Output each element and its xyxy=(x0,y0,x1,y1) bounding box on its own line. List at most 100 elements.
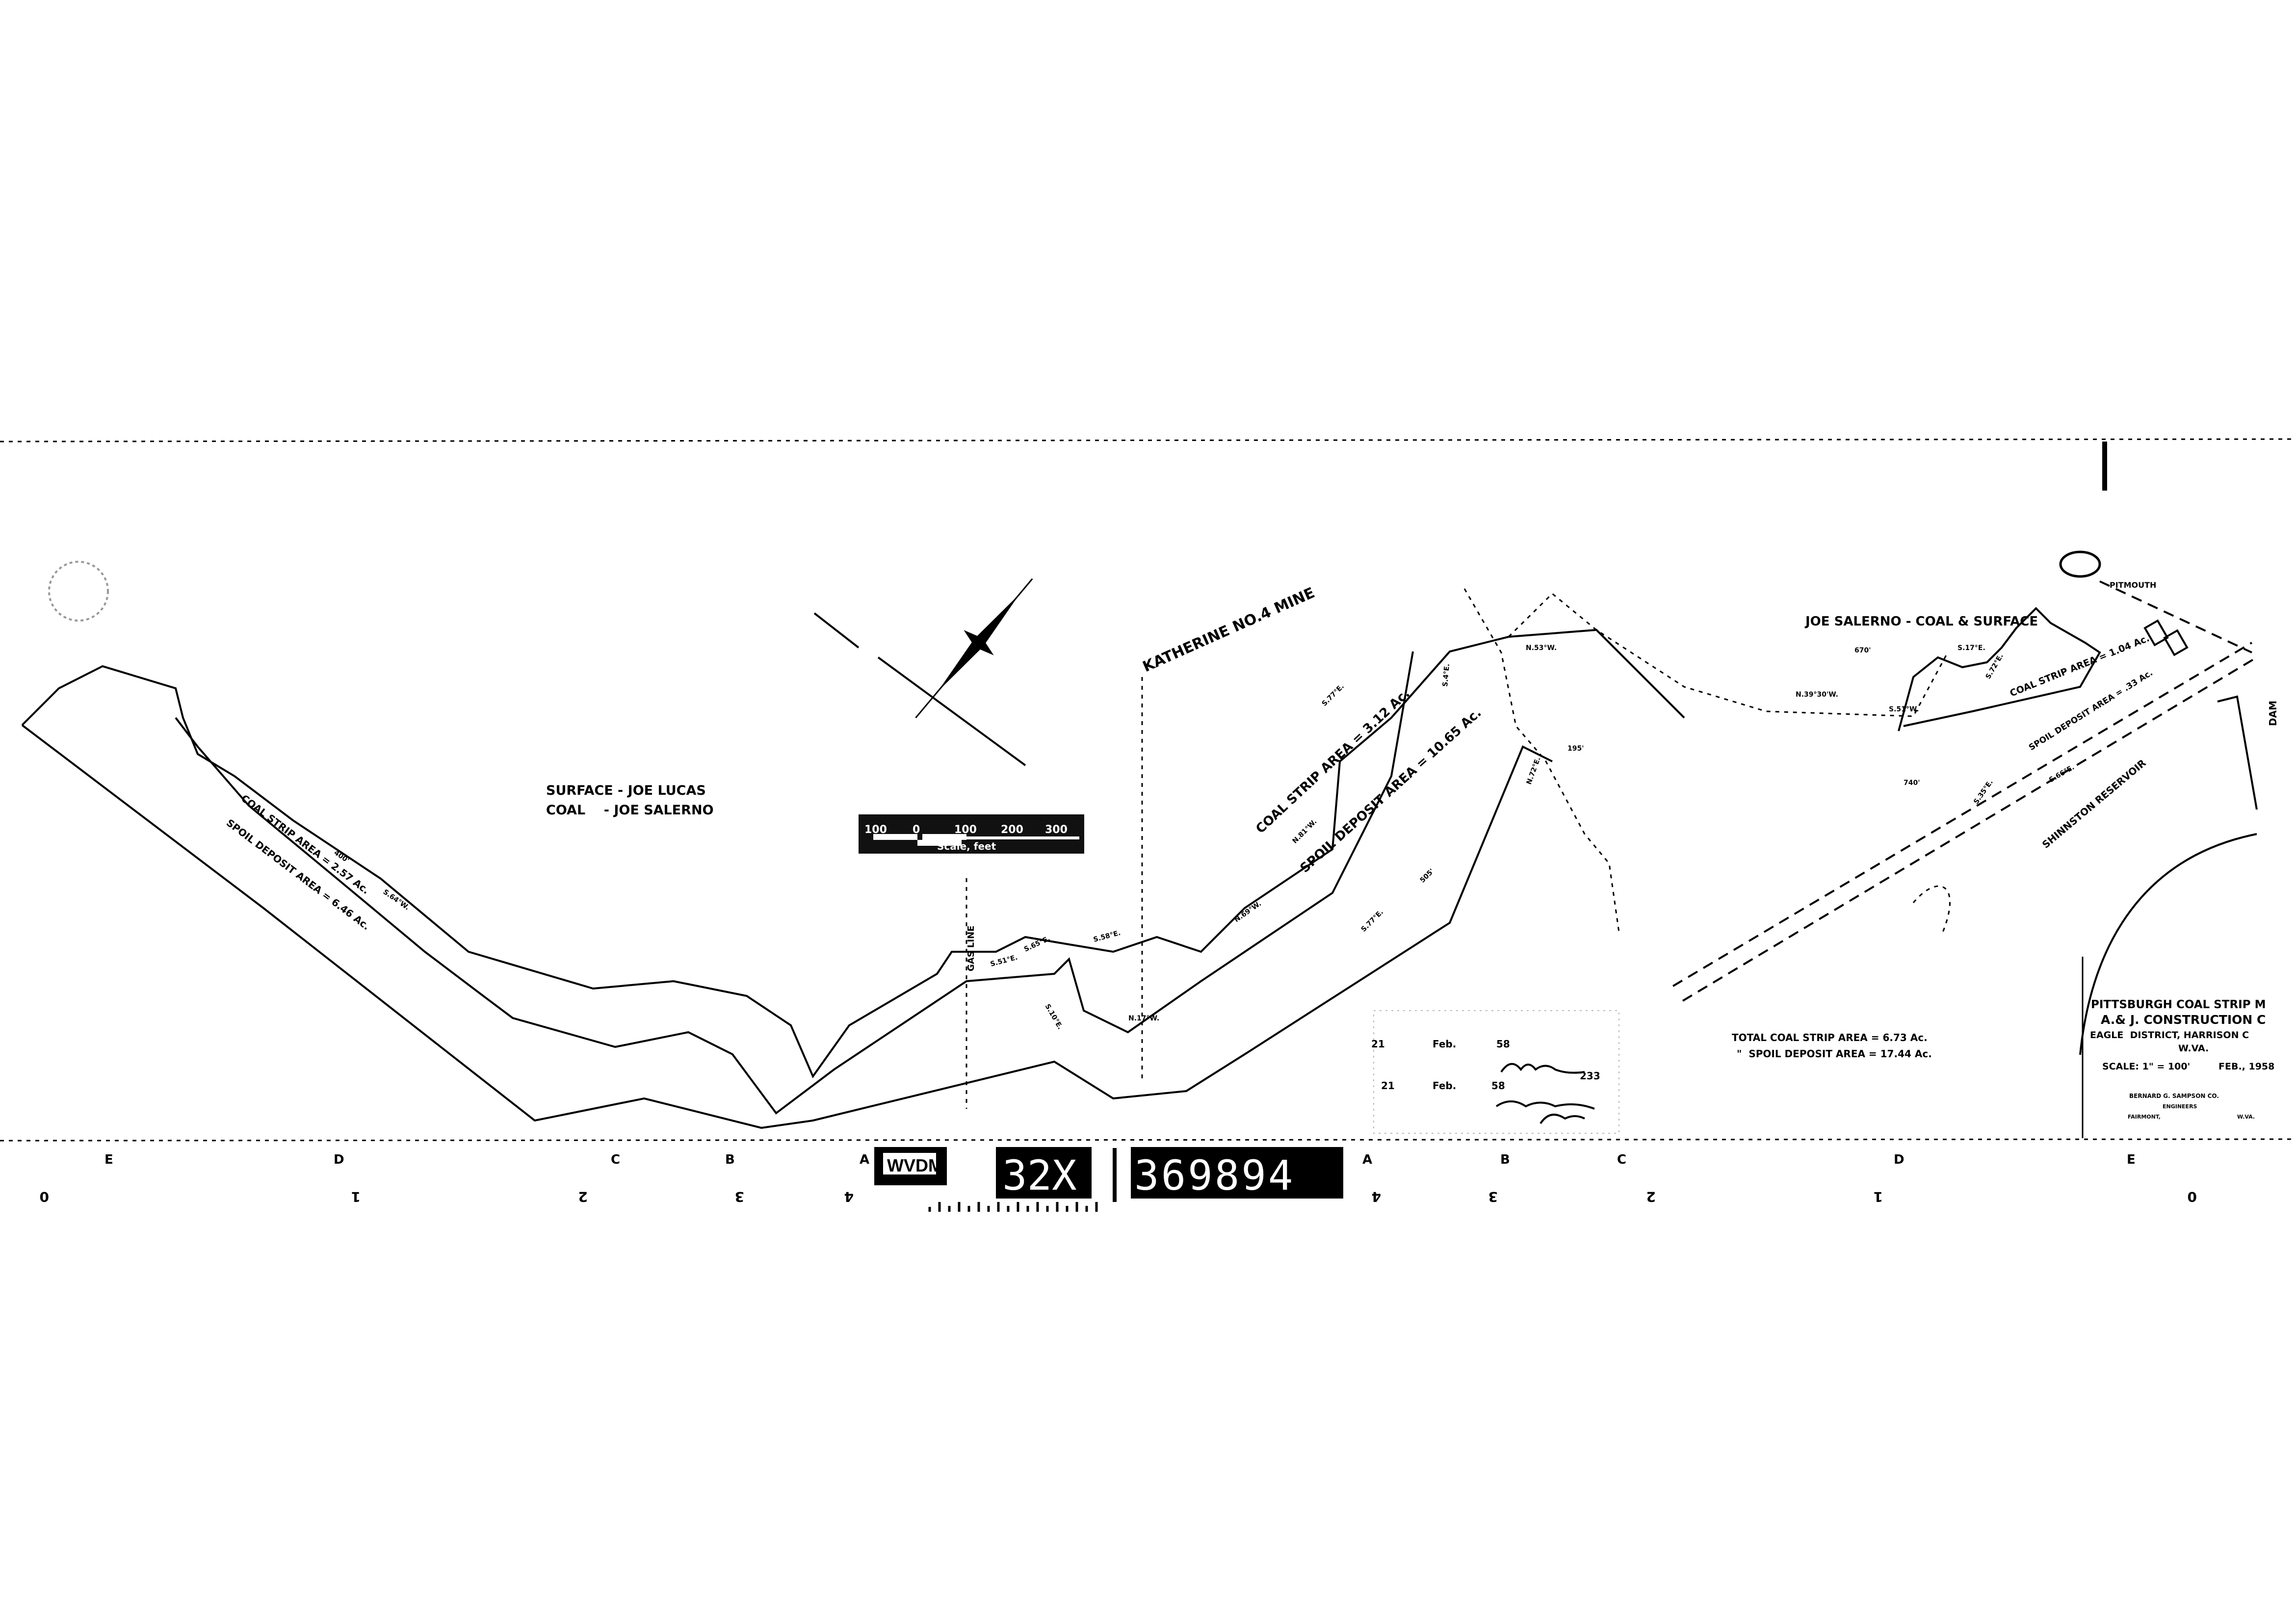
scale-bar: 100 0 100 200 300 Scale, feet xyxy=(859,814,1084,854)
frame-number: 369894 xyxy=(1134,1151,1295,1200)
title-line-1: PITTSBURGH COAL STRIP M xyxy=(2091,998,2266,1011)
film-edge-letters: E D C B A A B C D E xyxy=(104,1152,2136,1167)
bearing-label: S.77°E. xyxy=(1321,682,1346,707)
north-arrow-icon xyxy=(915,578,1033,719)
title-line-4: W.VA. xyxy=(2178,1043,2209,1054)
bearing-label: S.77°E. xyxy=(1360,908,1385,933)
edge-number: 0 xyxy=(40,1189,49,1205)
railroad-line xyxy=(2099,580,2252,653)
scale-tick-label: 300 xyxy=(1045,824,1068,836)
owner-coal-label: COAL - JOE SALERNO xyxy=(546,803,714,818)
firm-name: BERNARD G. SAMPSON CO. xyxy=(2129,1093,2219,1099)
cert-year: 58 xyxy=(1491,1080,1505,1092)
seal-icon xyxy=(48,561,109,622)
edge-number: 4 xyxy=(844,1189,854,1205)
bearing-label: 505' xyxy=(1419,867,1436,885)
coal-strip-area-label: COAL STRIP AREA = 3.12 Ac. xyxy=(1253,686,1412,836)
edge-letter: B xyxy=(725,1152,735,1167)
frame-stamp xyxy=(1131,1147,1343,1199)
edge-letter: D xyxy=(334,1152,344,1167)
survey-line xyxy=(813,612,860,649)
firm-state: W.VA. xyxy=(2237,1114,2255,1120)
edge-number: 2 xyxy=(578,1189,588,1205)
stream-line xyxy=(1463,588,1620,933)
edge-number: 2 xyxy=(1646,1189,1656,1205)
owner-right-label: JOE SALERNO - COAL & SURFACE xyxy=(1804,614,2038,629)
spoil-deposit-area-label: SPOIL DEPOSIT AREA = 10.65 Ac. xyxy=(1298,705,1485,876)
scale-tick-label: 100 xyxy=(864,824,887,836)
bearing-label: 195' xyxy=(1567,745,1584,753)
certificate-stamp: 21 Feb. 58 233 21 Feb. 58 xyxy=(1371,1010,1619,1134)
pitmouth-icon xyxy=(2059,550,2101,578)
coal-strip-boundary xyxy=(21,628,1685,1079)
bearing-label: S.10°E. xyxy=(1044,1003,1064,1031)
firm-city: FAIRMONT, xyxy=(2128,1114,2161,1120)
coal-strip-boundary-right xyxy=(1898,607,2101,731)
bearing-label: S.66°E. xyxy=(2048,763,2076,784)
bearing-label: S.17°E. xyxy=(1957,644,1985,652)
signature xyxy=(1500,1063,1585,1074)
archive-stamp-label: WVDM xyxy=(887,1155,943,1175)
bearing-label: N.81°W. xyxy=(1291,818,1319,845)
edge-letter: A xyxy=(860,1152,869,1167)
cert-day: 21 xyxy=(1371,1038,1385,1050)
reel-number: 32X xyxy=(1002,1151,1077,1200)
scale-tick-label: 200 xyxy=(1001,824,1023,836)
edge-number: 1 xyxy=(351,1189,361,1205)
title-scale: SCALE: 1" = 100' xyxy=(2102,1061,2190,1072)
edge-number: 3 xyxy=(735,1189,744,1205)
cert-day: 21 xyxy=(1381,1080,1395,1092)
scale-tick-label: 100 xyxy=(954,824,977,836)
mine-label: KATHERINE NO.4 MINE xyxy=(1140,584,1317,676)
bearing-label: S.4°E. xyxy=(1441,663,1451,687)
dam-line xyxy=(2217,695,2258,810)
bearing-label: N.72°E. xyxy=(1525,756,1542,785)
edge-number: 0 xyxy=(2188,1189,2197,1205)
film-strip: WVDM 32X 369894 xyxy=(874,1147,1343,1212)
reel-stamp xyxy=(996,1147,1092,1199)
cert-number: 233 xyxy=(1580,1070,1600,1082)
bearing-label: N.53°W. xyxy=(1526,644,1557,652)
cert-year: 58 xyxy=(1496,1038,1510,1050)
scale-tick-label: 0 xyxy=(913,824,920,836)
bearing-label: N.69°W. xyxy=(1233,900,1263,924)
bearing-label: S.51°W. xyxy=(1889,705,1919,713)
film-edge-numbers: 0 1 2 3 4 4 3 2 1 0 xyxy=(40,1189,2197,1205)
title-date: FEB., 1958 xyxy=(2218,1061,2274,1072)
coal-spoil-divider xyxy=(175,651,1414,1115)
edge-letter: D xyxy=(1894,1152,1905,1167)
bearing-label: N.17°W. xyxy=(1128,1015,1159,1022)
title-line-2: A.& J. CONSTRUCTION C xyxy=(2101,1013,2266,1027)
edge-letter: E xyxy=(104,1152,113,1167)
cert-month: Feb. xyxy=(1433,1038,1456,1050)
frame-divider xyxy=(1113,1148,1117,1202)
edge-letter: E xyxy=(2127,1152,2136,1167)
gas-line-label: GAS LINE xyxy=(966,926,976,971)
survey-line xyxy=(877,656,1026,766)
building-icon xyxy=(2163,629,2189,656)
road-line xyxy=(1682,656,2258,1002)
bearing-labels: S.77°E. N.72°E. N.81°W. N.69°W. S.77°E. … xyxy=(333,644,2076,1031)
sheet-edge-line xyxy=(0,438,2296,443)
title-block: PITTSBURGH COAL STRIP M A.& J. CONSTRUCT… xyxy=(2082,957,2274,1138)
building-icon xyxy=(2143,619,2169,647)
bearing-label: S.72°E. xyxy=(1984,652,2005,680)
title-line-3: EAGLE DISTRICT, HARRISON C xyxy=(2090,1030,2249,1041)
spoil-deposit-boundary xyxy=(21,724,1553,1129)
bearing-label: 740' xyxy=(1904,779,1920,787)
edge-number: 3 xyxy=(1488,1189,1498,1205)
edge-letter: B xyxy=(1500,1152,1510,1167)
edge-letter: A xyxy=(1362,1152,1372,1167)
edge-letter: C xyxy=(1617,1152,1626,1167)
reservoir-shoreline xyxy=(2079,833,2257,1055)
property-line xyxy=(1508,592,1949,717)
signature xyxy=(1495,1100,1595,1124)
edge-number: 1 xyxy=(1874,1189,1883,1205)
edge-number: 4 xyxy=(1372,1189,1381,1205)
film-ruler xyxy=(928,1202,1098,1212)
road-line xyxy=(1672,642,2253,987)
bearing-label: N.39°30'W. xyxy=(1796,691,1838,699)
bearing-label: S.51°E. xyxy=(990,954,1018,968)
reservoir-label: SHINNSTON RESERVOIR xyxy=(2040,757,2148,851)
firm-subtitle: ENGINEERS xyxy=(2163,1103,2197,1110)
